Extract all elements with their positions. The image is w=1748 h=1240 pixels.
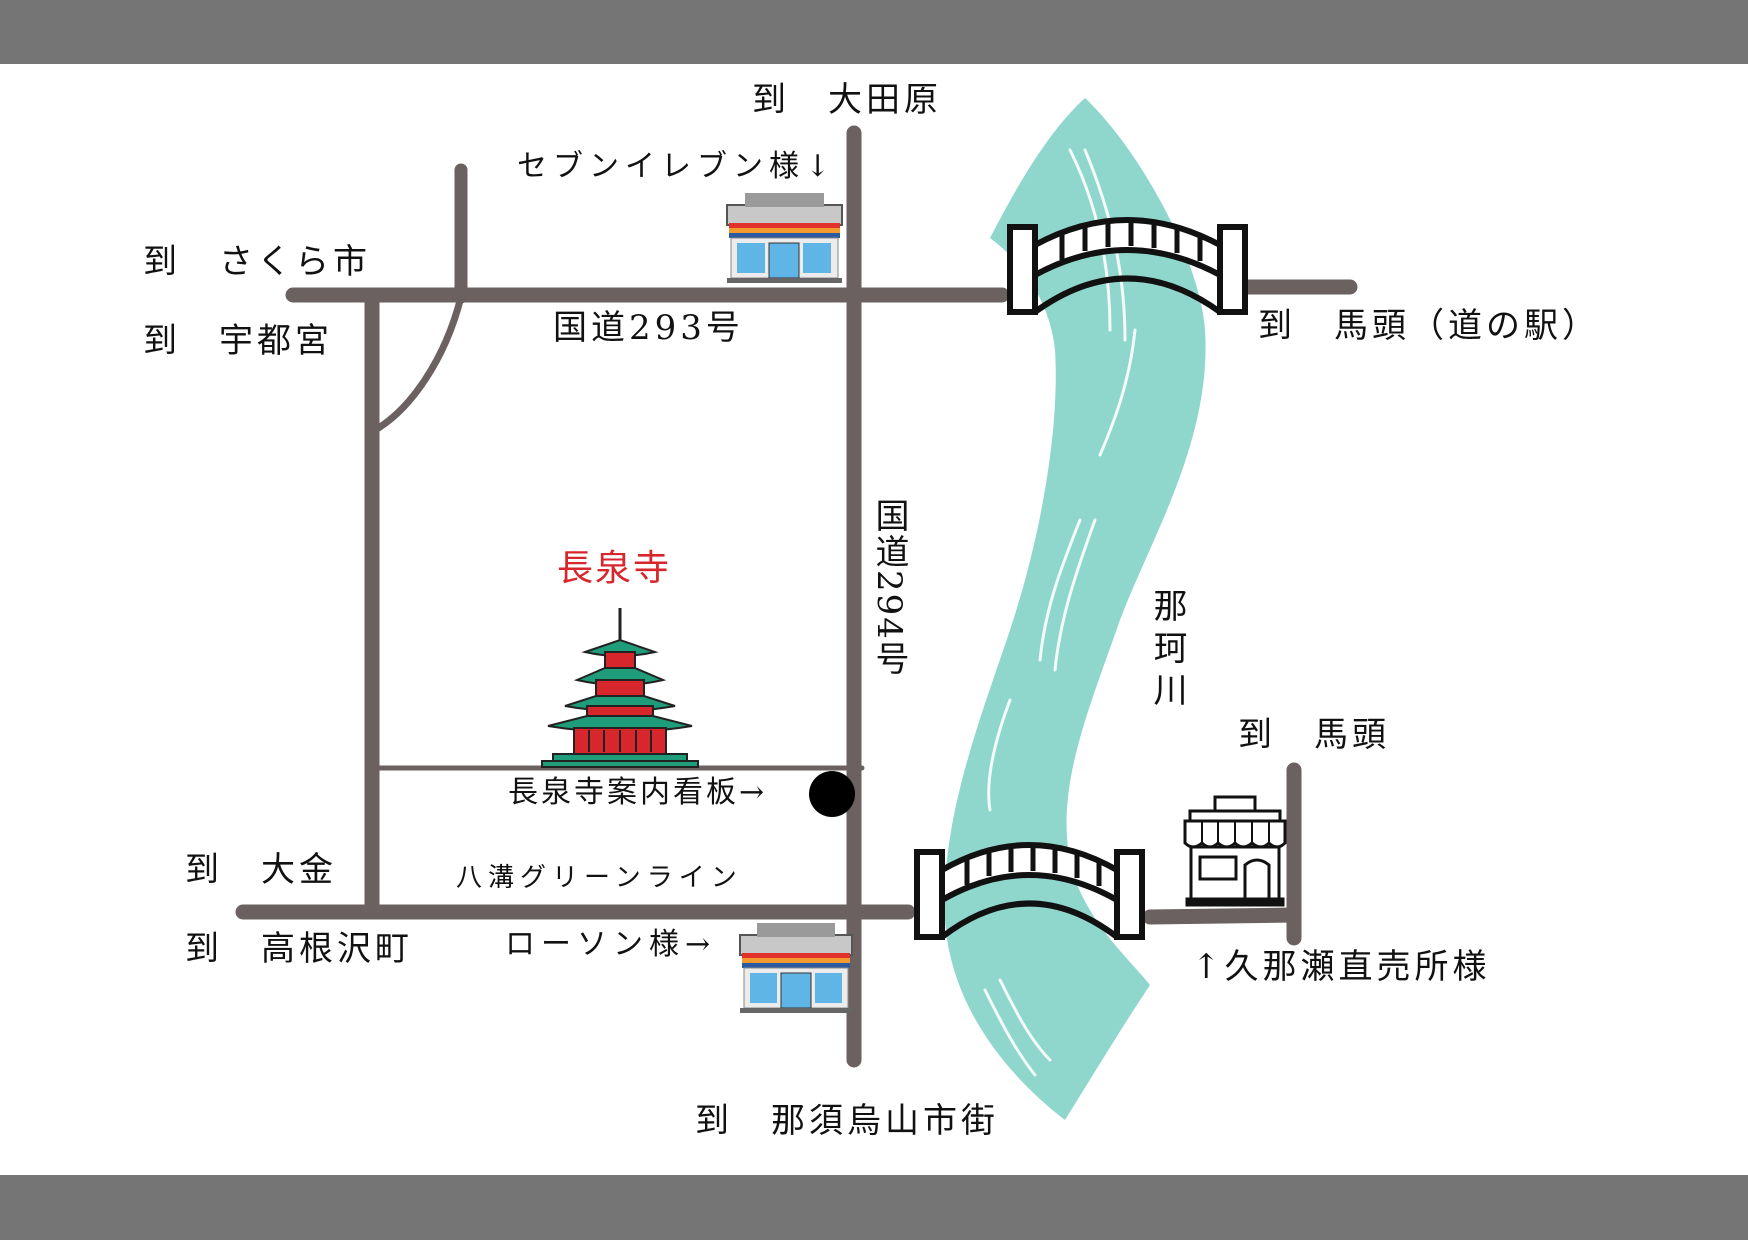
bridge-icon — [914, 842, 1145, 940]
road-east-lower — [1142, 907, 1302, 925]
label-river: 那珂川 — [1147, 588, 1187, 714]
bottom-band — [0, 1175, 1748, 1240]
label-route293: 国道293号 — [553, 308, 744, 348]
label-west-sakura: 到 さくら市 — [143, 242, 371, 282]
convenience-store-icon — [726, 193, 843, 283]
top-band — [0, 0, 1748, 64]
label-west-takanezawa: 到 高根沢町 — [185, 929, 413, 969]
bridge-icon — [1007, 217, 1248, 315]
label-temple-sign: 長泉寺案内看板→ — [508, 775, 768, 810]
label-kunase-shop: ↑久那瀬直売所様 — [1192, 947, 1491, 987]
road-curve — [371, 293, 465, 434]
marker-dot-icon — [809, 771, 855, 817]
pagoda-icon — [541, 608, 699, 768]
label-route294: 国道294号 — [869, 498, 909, 677]
label-yamizo-green-line: 八溝グリーンライン — [456, 863, 743, 893]
label-east-bato: 到 馬頭 — [1238, 715, 1390, 755]
label-south: 到 那須烏山市街 — [695, 1101, 999, 1141]
label-seven-eleven: セブンイレブン様↓ — [517, 149, 837, 184]
label-west-oogane: 到 大金 — [185, 850, 337, 890]
label-temple: 長泉寺 — [557, 548, 672, 589]
label-north: 到 大田原 — [752, 80, 942, 120]
shop-icon — [1183, 795, 1287, 907]
convenience-store-icon — [739, 923, 853, 1013]
label-west-utsunomiya: 到 宇都宮 — [143, 321, 333, 361]
label-east-bato-station: 到 馬頭（道の駅） — [1258, 306, 1600, 346]
roads — [235, 125, 1358, 1068]
label-lawson: ローソン様→ — [505, 927, 717, 962]
